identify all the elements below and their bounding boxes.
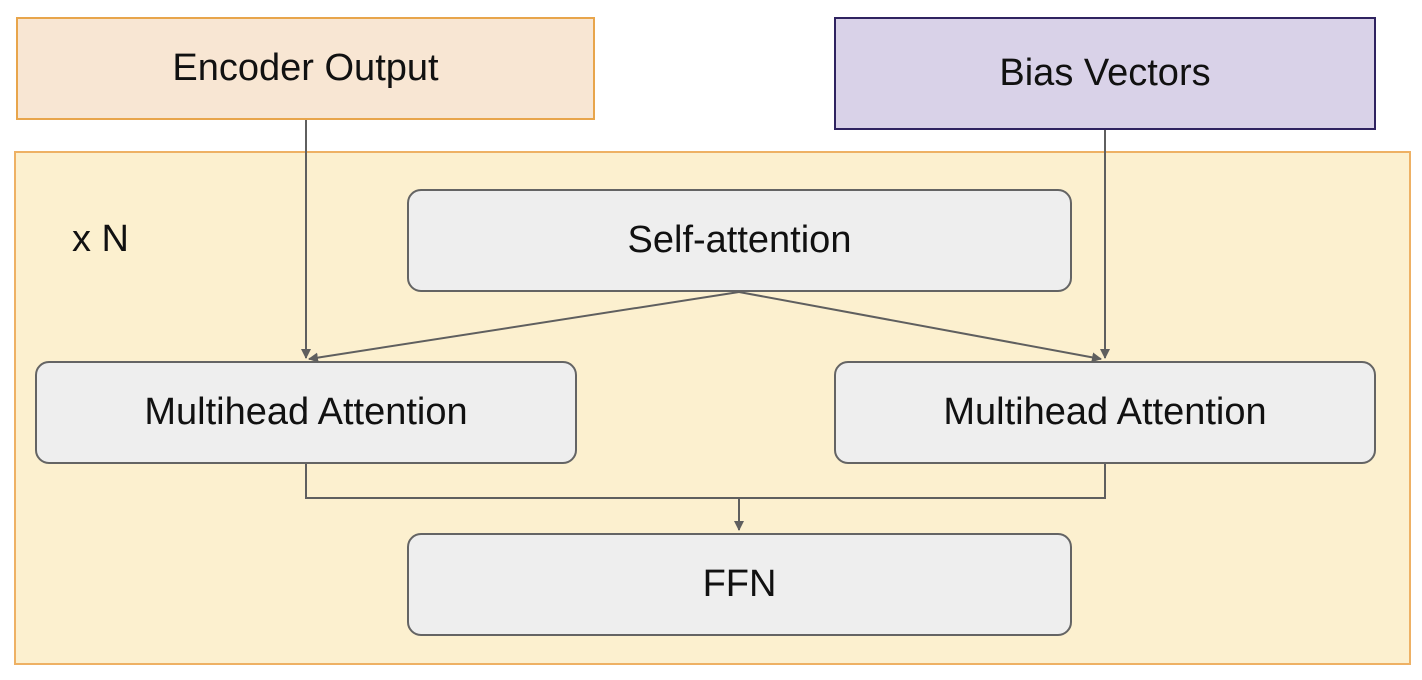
encoder-output-label: Encoder Output bbox=[172, 47, 439, 89]
repeat-count-label: x N bbox=[72, 218, 129, 260]
bias-vectors-box: Bias Vectors bbox=[834, 17, 1376, 130]
encoder-output-box: Encoder Output bbox=[16, 17, 595, 120]
self-attention-label: Self-attention bbox=[627, 219, 852, 261]
multihead-attention-left-label: Multihead Attention bbox=[144, 391, 468, 433]
multihead-attention-right-node: Multihead Attention bbox=[834, 361, 1376, 464]
multihead-attention-right-label: Multihead Attention bbox=[943, 391, 1267, 433]
self-attention-node: Self-attention bbox=[407, 189, 1072, 292]
bias-vectors-label: Bias Vectors bbox=[999, 52, 1211, 94]
ffn-label: FFN bbox=[702, 563, 777, 605]
multihead-attention-left-node: Multihead Attention bbox=[35, 361, 577, 464]
ffn-node: FFN bbox=[407, 533, 1072, 636]
